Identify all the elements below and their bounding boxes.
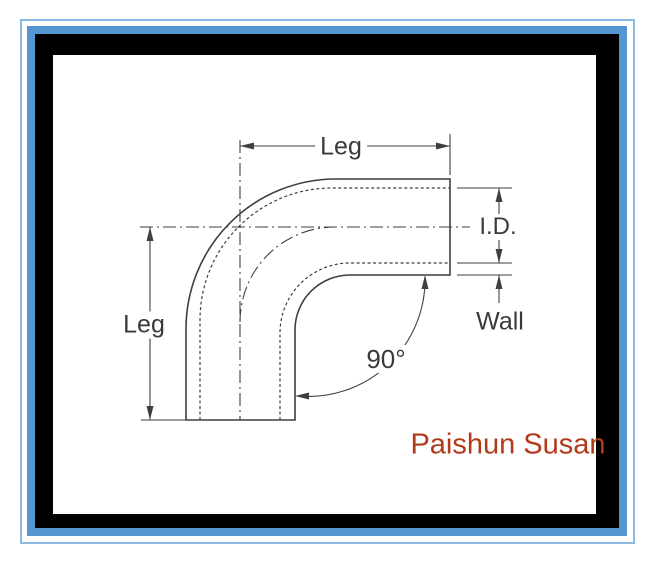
id-up-arrow xyxy=(495,188,503,202)
blue-band-frame xyxy=(27,26,627,536)
leg-top-left-arrow xyxy=(240,142,254,150)
angle-left-arrow xyxy=(295,392,309,400)
dimension-arrowheads xyxy=(146,142,503,420)
angle-up-arrow xyxy=(421,275,429,289)
id-down-arrow xyxy=(495,249,503,263)
leg-top-label: Leg xyxy=(315,133,367,161)
bend-centerline-arc xyxy=(239,226,336,323)
angle-label: 90° xyxy=(359,345,413,373)
inner-diameter-right-hidden-line xyxy=(279,262,450,420)
wall-up-arrow xyxy=(495,275,503,289)
leg-left-down-arrow xyxy=(146,406,154,420)
angle-dimension-arc xyxy=(296,276,426,398)
pipe-outer-contour xyxy=(185,178,451,421)
black-border-frame xyxy=(35,34,619,528)
inner-diameter-left-hidden-line xyxy=(199,187,450,420)
leg-left-label: Leg xyxy=(118,311,170,339)
outer-thin-blue-frame xyxy=(20,19,635,544)
leg-top-right-arrow xyxy=(436,142,450,150)
inner-diameter-label: I.D. xyxy=(474,214,522,240)
leg-left-up-arrow xyxy=(146,227,154,241)
wall-label: Wall xyxy=(471,308,529,336)
brand-watermark: Paishun Susan xyxy=(410,428,606,461)
